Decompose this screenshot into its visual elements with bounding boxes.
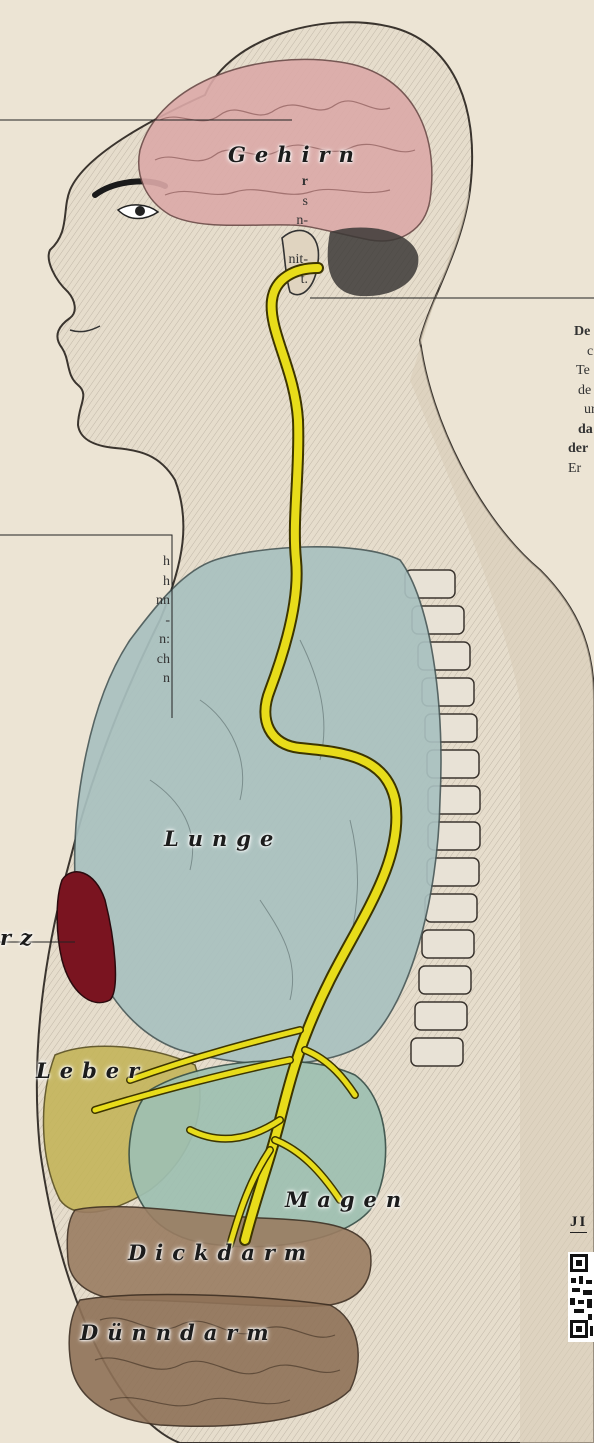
text-line: s: [289, 192, 308, 212]
qr-code-icon[interactable]: [568, 1252, 594, 1342]
lung-label: Lunge: [164, 826, 282, 851]
stomach-label: Magen: [285, 1187, 410, 1212]
footer-heading: JI: [570, 1214, 587, 1233]
text-line: ur: [584, 400, 594, 420]
text-line: r: [289, 172, 308, 192]
text-line: n:: [156, 630, 170, 650]
text-line: n: [156, 669, 170, 689]
text-line: De: [574, 322, 594, 342]
right-text-block: De c Te de ur da der Er: [568, 322, 594, 478]
text-line: c: [587, 342, 594, 362]
text-line: t.: [289, 270, 308, 290]
colon-label: Dickdarm: [128, 1240, 315, 1265]
text-line: Er: [568, 459, 594, 479]
text-line: Te: [576, 361, 594, 381]
text-line: [289, 231, 308, 251]
text-line: nn: [156, 591, 170, 611]
text-line: der: [568, 439, 594, 459]
small-intestine: [69, 1295, 358, 1427]
text-line: ch: [156, 650, 170, 670]
text-line: de: [578, 381, 594, 401]
left-text-block-2: h h nn - n: ch n: [156, 552, 170, 689]
small-intestine-label: Dünndarm: [80, 1320, 278, 1345]
liver-label: Leber: [36, 1058, 148, 1083]
text-line: -: [156, 611, 170, 631]
left-text-block-1: r s n- nit- t.: [289, 172, 308, 289]
text-line: h: [156, 572, 170, 592]
heart-label: rz: [0, 925, 41, 950]
text-line: da: [578, 420, 594, 440]
text-line: nit-: [289, 250, 308, 270]
brain-label: Gehirn: [228, 142, 363, 167]
text-line: n-: [289, 211, 308, 231]
text-line: h: [156, 552, 170, 572]
